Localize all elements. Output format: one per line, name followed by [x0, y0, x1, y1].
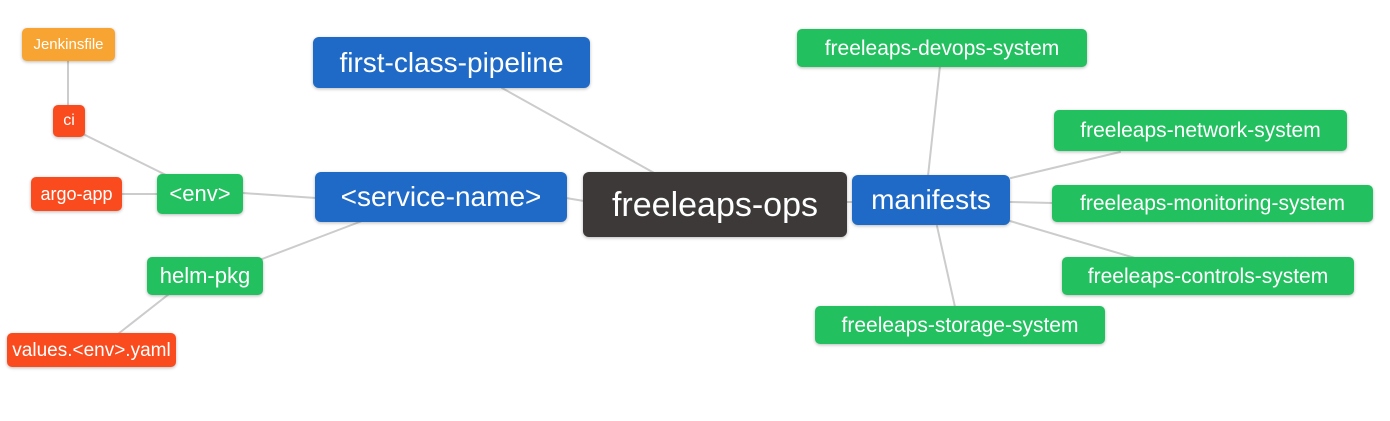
edge-manifests-monitoring — [1009, 201, 1054, 204]
node-freeleaps-devops-system[interactable]: freeleaps-devops-system — [797, 29, 1087, 67]
node-freeleaps-network-system[interactable]: freeleaps-network-system — [1054, 110, 1347, 151]
edge-env-service-name — [242, 192, 317, 199]
node-freeleaps-controls-system[interactable]: freeleaps-controls-system — [1062, 257, 1354, 295]
edge-helm-pkg-values — [117, 293, 170, 335]
edge-service-name-helm-pkg — [261, 220, 363, 260]
edge-manifests-controls — [1009, 220, 1136, 259]
node-freeleaps-monitoring-system[interactable]: freeleaps-monitoring-system — [1052, 185, 1373, 222]
edge-manifests-network — [1010, 151, 1121, 179]
edge-ci-env — [82, 133, 171, 178]
edge-manifests-storage — [936, 225, 956, 308]
node-ci[interactable]: ci — [53, 105, 85, 137]
edge-manifests-devops — [927, 65, 941, 177]
node-argo-app[interactable]: argo-app — [31, 177, 122, 211]
node-service-name[interactable]: <service-name> — [315, 172, 567, 222]
node-helm-pkg[interactable]: helm-pkg — [147, 257, 263, 295]
edge-pipeline-freeleaps-ops — [501, 87, 657, 175]
node-freeleaps-storage-system[interactable]: freeleaps-storage-system — [815, 306, 1105, 344]
node-jenkinsfile[interactable]: Jenkinsfile — [22, 28, 115, 61]
node-env[interactable]: <env> — [157, 174, 243, 214]
node-values-env-yaml[interactable]: values.<env>.yaml — [7, 333, 176, 367]
node-manifests[interactable]: manifests — [852, 175, 1010, 225]
node-freeleaps-ops-root[interactable]: freeleaps-ops — [583, 172, 847, 237]
node-first-class-pipeline[interactable]: first-class-pipeline — [313, 37, 590, 88]
edge-service-freeleaps-ops — [565, 197, 585, 202]
